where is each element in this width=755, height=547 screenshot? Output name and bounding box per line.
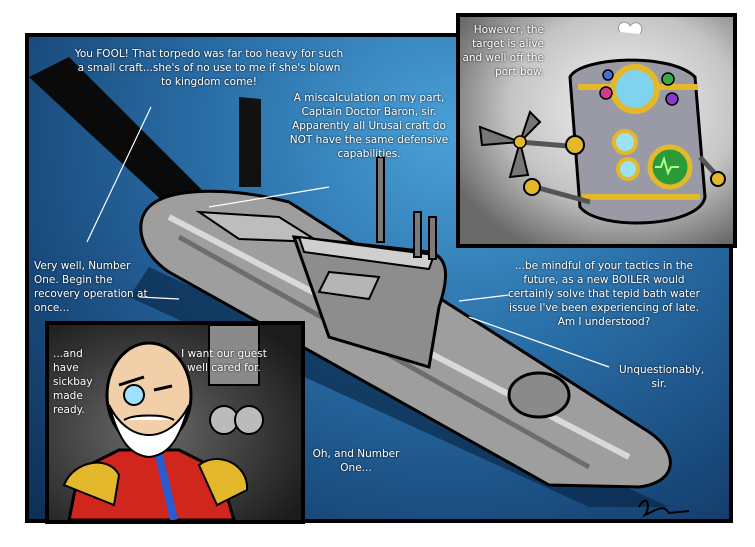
silhouette-fin — [239, 97, 261, 187]
robot-illustration — [460, 17, 733, 244]
robot-inset-panel: However, the target is alive and well of… — [456, 13, 737, 248]
caption-fool: You FOOL! That torpedo was far too heavy… — [74, 48, 344, 88]
caption-guest: I want our guest well cared for. — [181, 348, 267, 374]
submarine-scene — [29, 57, 690, 518]
caption-very-well: Very well, Number One. Begin the recover… — [34, 260, 148, 314]
caption-mindful: ...be mindful of your tactics in the fut… — [508, 260, 700, 328]
epaulette-right — [197, 458, 249, 507]
captain-illustration — [49, 325, 301, 520]
periscope-1 — [376, 156, 385, 243]
silhouette-left — [29, 57, 209, 207]
caption-miscalculation: A miscalculation on my part, Captain Doc… — [289, 92, 449, 160]
captain-beard — [108, 404, 190, 459]
robot-eye — [610, 64, 660, 114]
caption-target: However, the target is alive and well of… — [462, 24, 544, 78]
hatch — [507, 371, 571, 419]
artist-signature — [638, 499, 690, 518]
captain-inset-panel: ...and have sickbay made ready. I want o… — [45, 321, 305, 524]
monocle — [123, 384, 145, 406]
caption-unquestionably: Unquestionably, sir. — [619, 364, 705, 390]
caption-sickbay: ...and have sickbay made ready. — [53, 348, 93, 416]
caption-oh-and: Oh, and Number One... — [312, 448, 400, 474]
epaulette-left — [62, 461, 121, 507]
